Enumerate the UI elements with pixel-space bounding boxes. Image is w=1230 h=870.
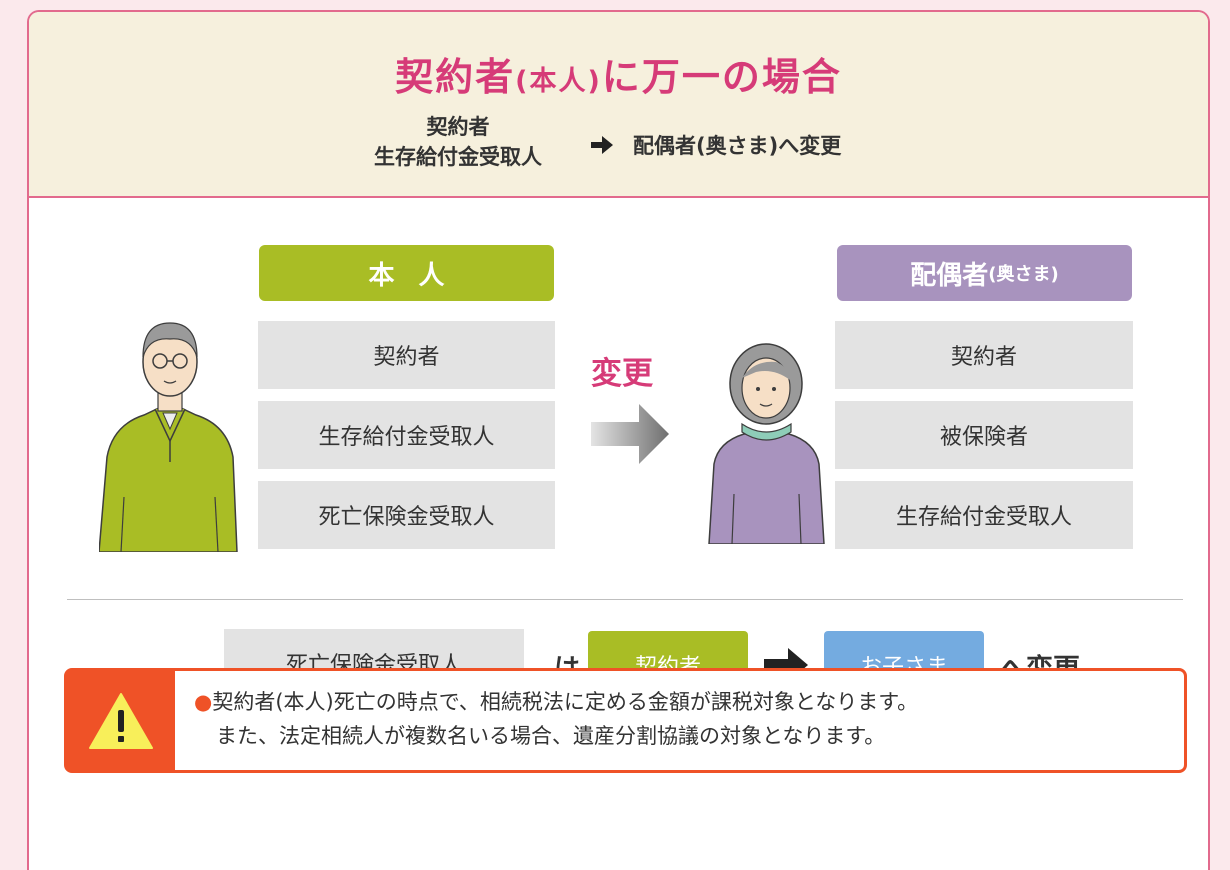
- husband-illustration: [99, 322, 238, 552]
- bullet-dot-icon: ●: [194, 690, 213, 714]
- warning-side-panel: [67, 671, 175, 770]
- gradient-arrow-icon: [591, 404, 669, 464]
- change-label: 変更: [591, 356, 653, 392]
- self-role-contractor: 契約者: [258, 321, 555, 389]
- warning-text: ●契約者(本人)死亡の時点で、相続税法に定める金額が課税対象となります。 また、…: [194, 685, 918, 753]
- section-divider: [67, 599, 1183, 600]
- self-role-death-beneficiary: 死亡保険金受取人: [258, 481, 555, 549]
- summary-line: 契約者 生存給付金受取人 配偶者(奥さま)へ変更: [29, 108, 1208, 178]
- warning-line-2: また、法定相続人が複数名いる場合、遺産分割協議の対象となります。: [216, 724, 886, 748]
- summary-to: 配偶者(奥さま)へ変更: [633, 134, 842, 158]
- warning-box: ●契約者(本人)死亡の時点で、相続税法に定める金額が課税対象となります。 また、…: [64, 668, 1187, 773]
- title-paren: (本人): [515, 66, 602, 97]
- header-panel: 契約者(本人)に万一の場合 契約者 生存給付金受取人 配偶者(奥さま)へ変更: [29, 12, 1208, 198]
- spouse-label-paren: (奥さま): [988, 264, 1059, 285]
- warning-line-1-text: 契約者(本人)死亡の時点で、相続税法に定める金額が課税対象となります。: [212, 690, 919, 714]
- spouse-role-contractor: 契約者: [835, 321, 1133, 389]
- spouse-label: 配偶者(奥さま): [837, 245, 1132, 301]
- title-rest: に万一の場合: [601, 55, 842, 99]
- self-role-survival-beneficiary: 生存給付金受取人: [258, 401, 555, 469]
- summary-from-line1: 契約者: [426, 115, 490, 139]
- title-main: 契約者: [395, 55, 516, 99]
- info-card: 契約者(本人)に万一の場合 契約者 生存給付金受取人 配偶者(奥さま)へ変更 本…: [27, 10, 1210, 870]
- self-label: 本人: [259, 245, 554, 301]
- wife-illustration: [708, 343, 825, 544]
- summary-from: 契約者 生存給付金受取人: [333, 112, 583, 172]
- spouse-label-main: 配偶者: [910, 260, 989, 291]
- warning-icon: [89, 692, 153, 749]
- page-title: 契約者(本人)に万一の場合: [29, 46, 1208, 101]
- warning-line-1: ●契約者(本人)死亡の時点で、相続税法に定める金額が課税対象となります。: [194, 685, 918, 719]
- spouse-role-survival-beneficiary: 生存給付金受取人: [835, 481, 1133, 549]
- summary-from-line2: 生存給付金受取人: [374, 145, 542, 169]
- right-arrow-icon: [591, 136, 613, 154]
- spouse-role-insured: 被保険者: [835, 401, 1133, 469]
